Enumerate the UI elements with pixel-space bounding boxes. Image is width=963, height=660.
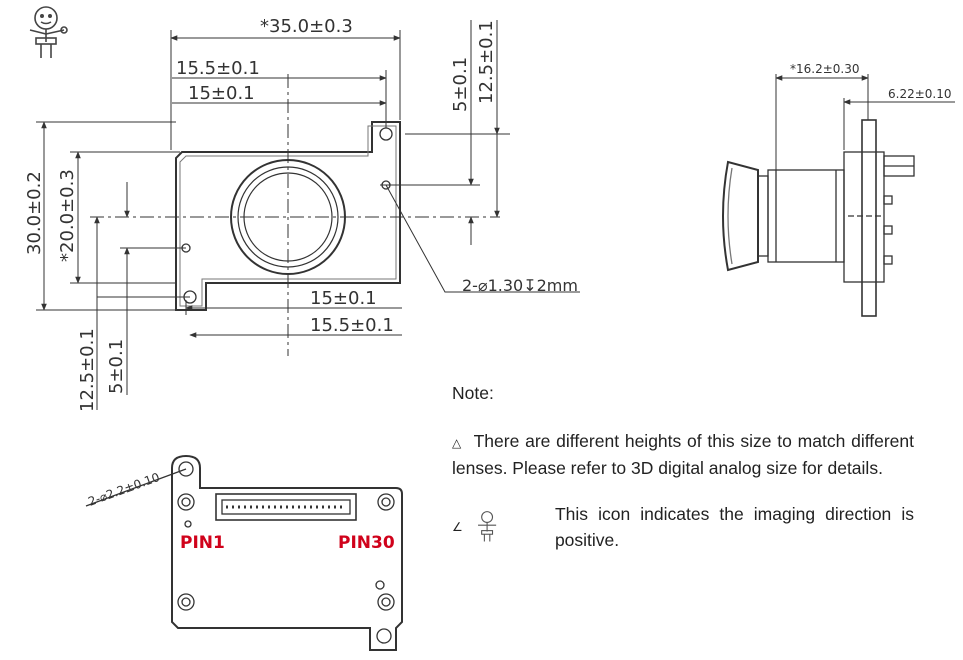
- angle-marker: ∠: [452, 520, 463, 534]
- dim-left-vertical-5: 5±0.1: [106, 339, 127, 394]
- triangle-symbol: △: [452, 436, 463, 451]
- front-view: [90, 74, 500, 356]
- screw-bottom-right: [377, 593, 395, 611]
- dim-width: *35.0±0.3: [260, 16, 353, 37]
- dim-bottom-hole-callout: 2-⌀2.2±0.10: [86, 470, 161, 509]
- imaging-direction-icon-small: [477, 511, 496, 542]
- note-imaging-direction: ∠ This icon indicates the imaging direct…: [452, 501, 914, 554]
- dim-side-depth: *16.2±0.30: [790, 62, 860, 76]
- note-imaging-direction-text: This icon indicates the imaging directio…: [554, 503, 914, 550]
- dim-side-flange: 6.22±0.10: [888, 87, 952, 101]
- dim-half-width-outer-bottom: 15.5±0.1: [310, 315, 394, 336]
- notes-title: Note:: [452, 383, 494, 403]
- dim-height-total: 30.0±0.2: [24, 171, 45, 255]
- front-dimension-lines: [36, 20, 580, 410]
- dim-hole-callout: 2-⌀1.30↧2mm: [462, 276, 578, 295]
- dim-half-width-outer-top: 15.5±0.1: [176, 58, 260, 79]
- dim-right-vertical-12-5: 12.5±0.1: [476, 20, 497, 104]
- side-view: [722, 119, 915, 317]
- imaging-direction-icon: [29, 6, 68, 58]
- dim-half-width-inner-top: 15±0.1: [188, 83, 255, 104]
- dim-right-vertical-5: 5±0.1: [450, 57, 471, 112]
- dim-height-body: *20.0±0.3: [57, 169, 78, 262]
- pin-last-label: PIN30: [338, 533, 395, 553]
- dim-half-width-inner-bottom: 15±0.1: [310, 288, 377, 309]
- bottom-view: [85, 454, 403, 651]
- screw-top-left: [177, 493, 195, 511]
- notes-block: Note: △ There are different heights of t…: [452, 380, 914, 553]
- pin-first-label: PIN1: [180, 533, 225, 553]
- dim-left-vertical-12-5: 12.5±0.1: [77, 328, 98, 412]
- side-dimension-lines: [775, 74, 955, 170]
- note-lens-heights-text: There are different heights of this size…: [452, 431, 915, 478]
- note-lens-heights: △ There are different heights of this si…: [452, 428, 914, 481]
- screw-top-right: [377, 493, 395, 511]
- screw-bottom-left: [177, 593, 195, 611]
